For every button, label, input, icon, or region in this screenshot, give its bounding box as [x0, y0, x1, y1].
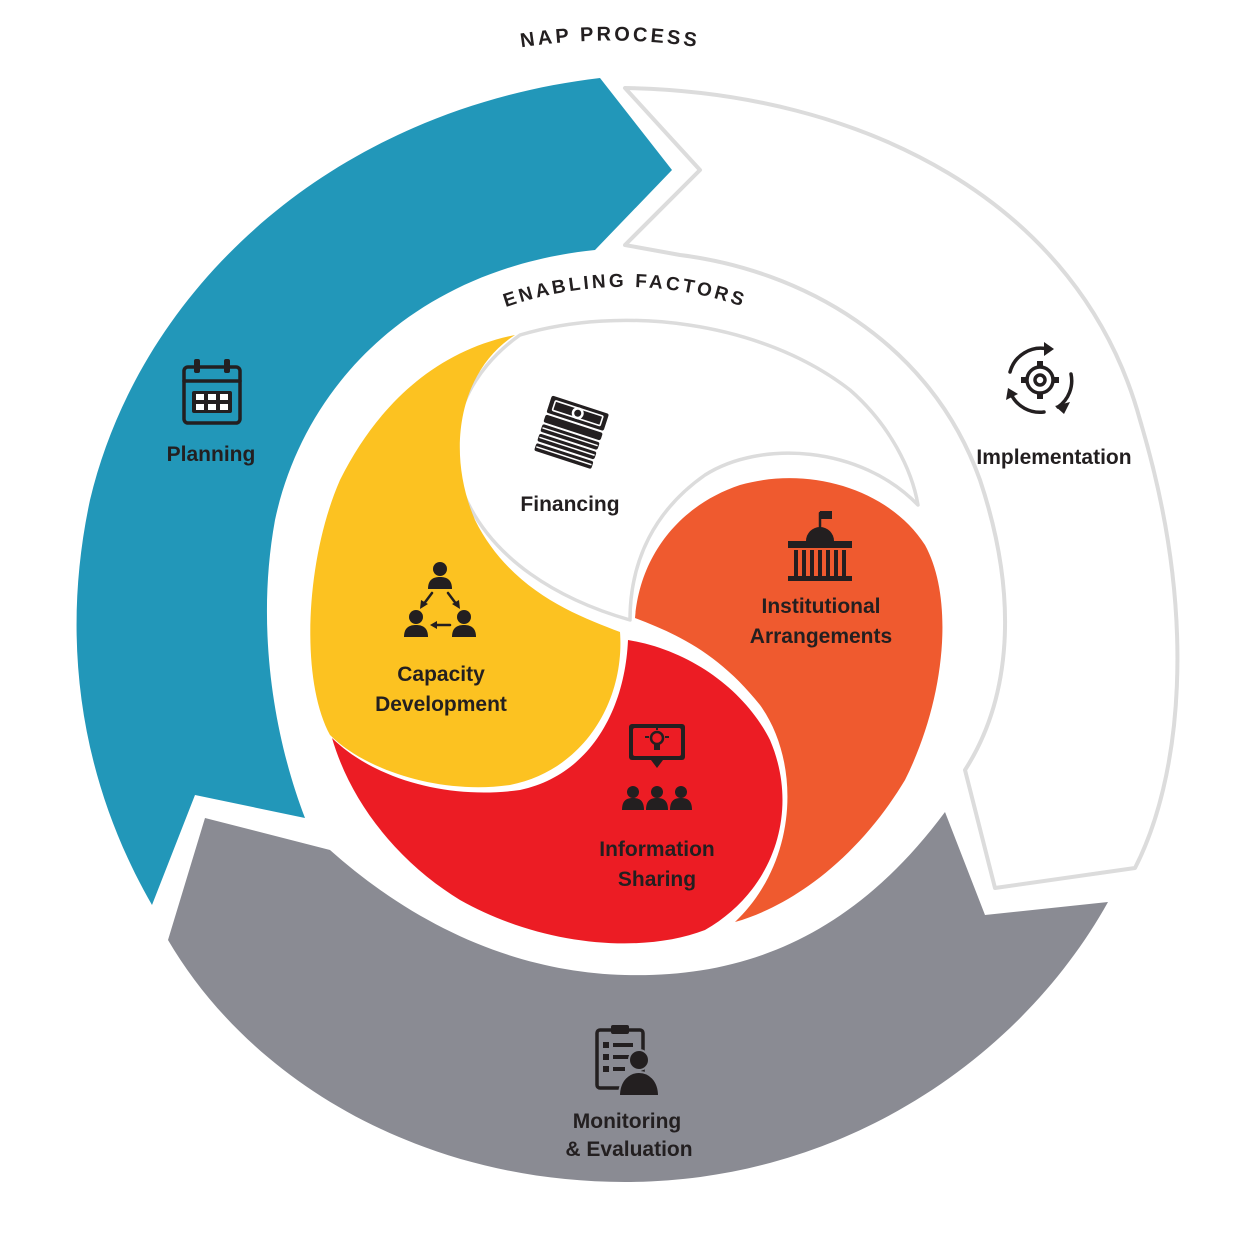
capacity-label-line2: Development [375, 693, 507, 716]
monitoring-label-line1: Monitoring [573, 1110, 681, 1133]
financing-label: Financing [520, 493, 619, 516]
planning-segment [76, 78, 672, 905]
monitoring-label-line2: & Evaluation [565, 1138, 692, 1161]
calendar-icon [182, 359, 242, 425]
enabling-factors-title: ENABLING FACTORS [501, 271, 750, 312]
implementation-segment [623, 86, 1180, 890]
presentation-idea-icon [622, 724, 692, 810]
implementation-label: Implementation [976, 446, 1131, 469]
nap-process-title: NAP PROCESS [519, 23, 701, 52]
institutional-label-line2: Arrangements [750, 625, 892, 648]
money-stack-icon [534, 395, 609, 469]
planning-label: Planning [167, 443, 256, 466]
evaluation-clipboard-icon [595, 1025, 661, 1097]
information-label-line1: Information [599, 838, 715, 861]
monitoring-evaluation-segment [168, 812, 1108, 1182]
information-label-line2: Sharing [618, 868, 696, 891]
capacity-label-line1: Capacity [397, 663, 485, 686]
government-building-icon [788, 511, 852, 581]
information-sharing-segment [332, 640, 783, 944]
institutional-label-line1: Institutional [762, 595, 881, 618]
institutional-arrangements-segment [635, 478, 943, 922]
team-network-icon [404, 562, 476, 637]
gear-cycle-icon [1006, 342, 1074, 415]
capacity-development-segment [310, 335, 621, 788]
